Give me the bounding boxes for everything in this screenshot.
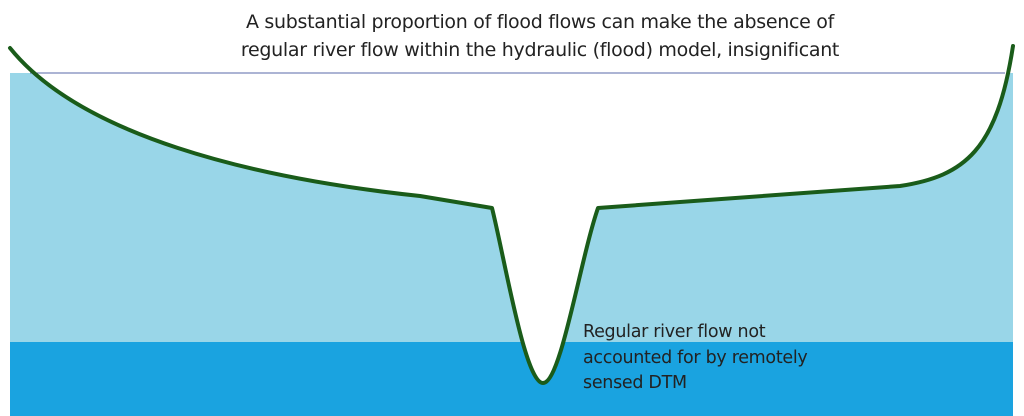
label-line-2: accounted for by remotely (583, 347, 808, 368)
ground-profile (8, 44, 1015, 385)
title-line-1: A substantial proportion of flood flows … (245, 11, 835, 33)
label-line-3: sensed DTM (583, 373, 687, 393)
title-line-2: regular river flow within the hydraulic … (240, 39, 840, 61)
diagram-title: A substantial proportion of flood flows … (220, 8, 860, 64)
regular-river-water (10, 342, 1013, 416)
river-flow-label: Regular river flow not accounted for by … (583, 320, 808, 397)
label-line-1: Regular river flow not (583, 322, 766, 342)
